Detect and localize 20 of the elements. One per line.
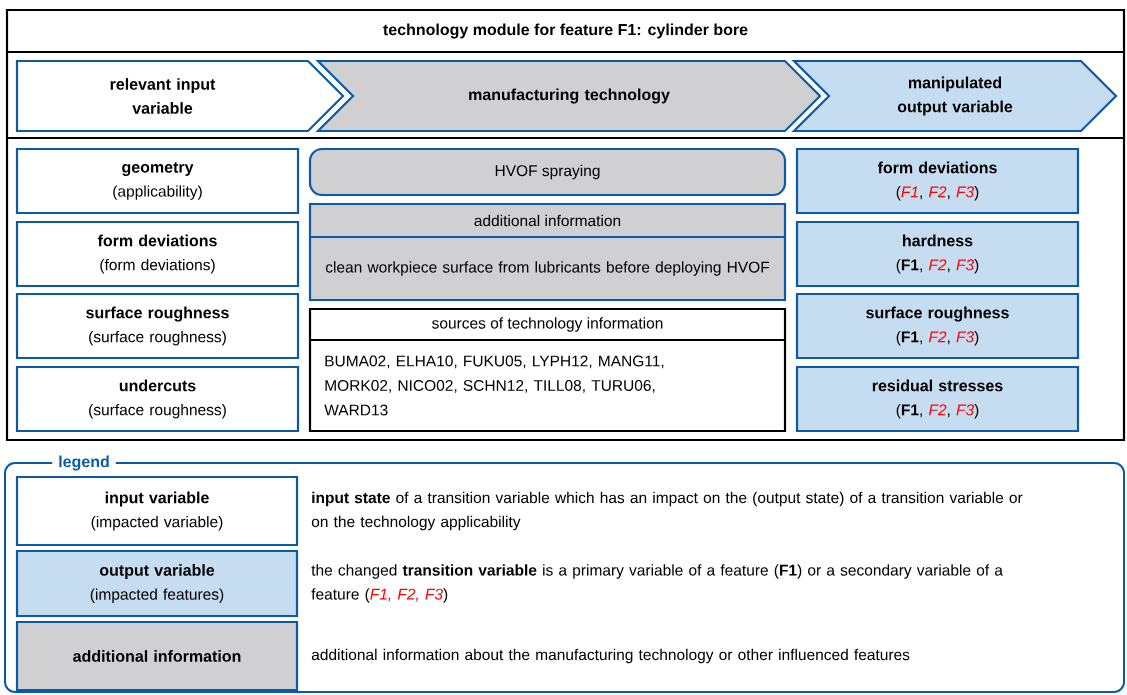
legend-box: input variable (impacted variable): [15, 475, 299, 547]
stage-banner: manipulated output variable: [791, 59, 1118, 133]
title: technology module for feature F1: cylinder bore: [383, 23, 748, 39]
stage-banner: manufacturing technology: [315, 59, 822, 133]
output-box: form deviations (F1, F2, F3): [795, 147, 1080, 215]
description-text: the changed transition variable is a primary variable of a feature (F1) or a secondary variable of a feature (F1, F2, F3): [311, 564, 1003, 603]
output-box: surface roughness (F1, F2, F3): [795, 292, 1080, 360]
input-box: surface roughness (surface roughness): [15, 292, 300, 360]
input-box: geometry (applicability): [15, 147, 300, 215]
description-text: additional information about the manufacturing technology or other influenced features: [311, 648, 910, 664]
input-box: form deviations (form deviations): [15, 220, 300, 288]
process-box: HVOF spraying: [308, 147, 787, 197]
stage-banner: relevant input variable: [15, 59, 345, 133]
input-box: undercuts (surface roughness): [15, 365, 300, 433]
description-text: input state of a transition variable which has an impact on the (output state) of a transition variable or on the technology applicability: [311, 491, 1023, 531]
sources-box: sources of technology information BUMA02, ELHA10, FUKU05, LYPH12, MANG11, MORK02, NICO02, SCHN12, TILL08, TURU06, WARD13: [308, 307, 787, 433]
legend-box: additional information: [15, 620, 299, 692]
output-box: residual stresses (F1, F2, F3): [795, 365, 1080, 433]
output-box: hardness (F1, F2, F3): [795, 220, 1080, 288]
legend-box: output variable (impacted features): [15, 549, 299, 618]
